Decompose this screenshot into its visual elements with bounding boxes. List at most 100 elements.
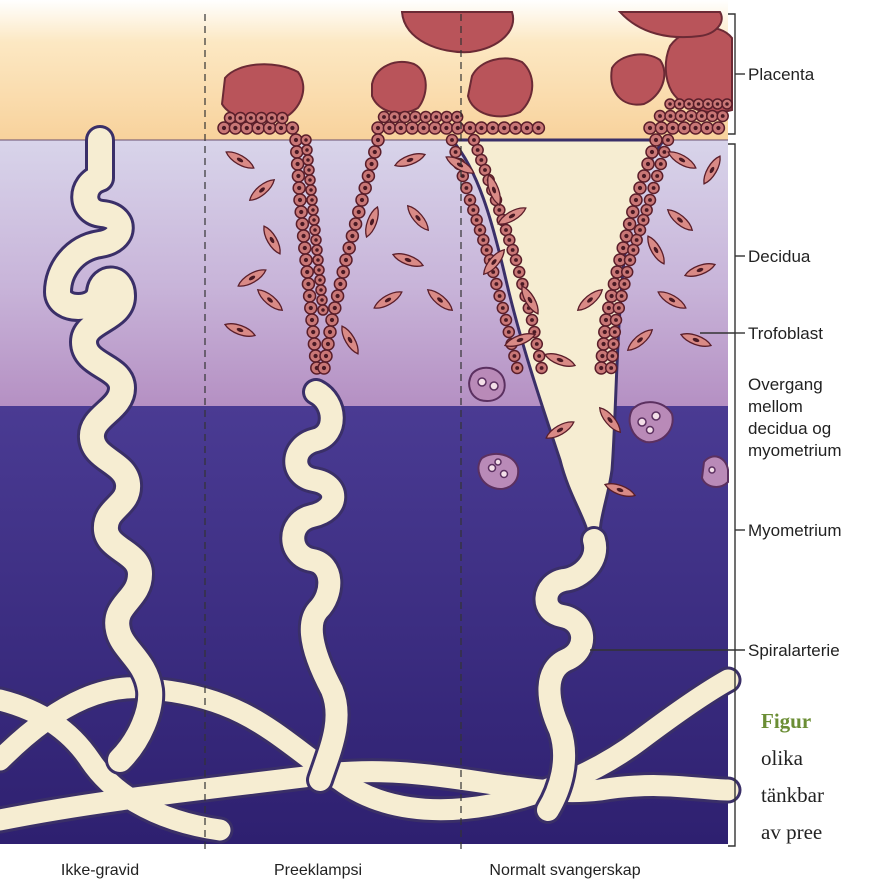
trophoblast-nucleus	[366, 174, 370, 178]
trophoblast-nucleus	[326, 342, 330, 346]
trophoblast-nucleus	[468, 126, 472, 130]
trophoblast-nucleus	[387, 126, 391, 130]
trophoblast-nucleus	[333, 306, 337, 310]
trophoblast-nucleus	[321, 308, 325, 312]
trophoblast-nucleus	[602, 342, 606, 346]
trophoblast-nucleus	[310, 318, 314, 322]
trophoblast-nucleus	[239, 116, 243, 120]
trophoblast-nucleus	[245, 126, 249, 130]
trophoblast-nucleus	[645, 208, 649, 212]
trophoblast-nucleus	[233, 126, 237, 130]
trophoblast-nucleus	[256, 126, 260, 130]
trophoblast-nucleus	[308, 294, 312, 298]
trophoblast-nucleus	[476, 148, 480, 152]
trophoblast-nucleus	[455, 115, 459, 119]
trophoblast-nucleus	[603, 330, 607, 334]
label-overgang-line-4: myometrium	[748, 440, 842, 461]
trophoblast-nucleus	[471, 208, 475, 212]
trophoblast-nucleus	[475, 218, 479, 222]
trophoblast-nucleus	[468, 198, 472, 202]
trophoblast-nucleus	[483, 168, 487, 172]
trophoblast-nucleus	[607, 306, 611, 310]
trophoblast-nucleus	[280, 116, 284, 120]
trophoblast-nucleus	[604, 318, 608, 322]
trophoblast-nucleus	[678, 102, 682, 106]
figure-caption: Figur olika tänkbar av pree	[761, 703, 824, 851]
trophoblast-nucleus	[324, 354, 328, 358]
trophoblast-nucleus	[507, 330, 511, 334]
trophoblast-nucleus	[671, 126, 675, 130]
trophoblast-nucleus	[308, 178, 312, 182]
trophoblast-nucleus	[313, 228, 317, 232]
trophoblast-nucleus	[617, 306, 621, 310]
trophoblast-nucleus	[360, 198, 364, 202]
trophoblast-nucleus	[621, 246, 625, 250]
trophoblast-nucleus	[491, 126, 495, 130]
trophoblast-nucleus	[228, 116, 232, 120]
trophoblast-nucleus	[350, 234, 354, 238]
label-myometrium: Myometrium	[748, 520, 842, 541]
trophoblast-nucleus	[658, 114, 662, 118]
label-placenta: Placenta	[748, 64, 814, 85]
trophoblast-nucleus	[628, 222, 632, 226]
trophoblast-nucleus	[694, 126, 698, 130]
trophoblast-nucleus	[514, 258, 518, 262]
trophoblast-nucleus	[514, 126, 518, 130]
trophoblast-nucleus	[725, 102, 729, 106]
label-overgang-line-2: mellom	[748, 396, 803, 417]
trophoblast-nucleus	[312, 342, 316, 346]
trophoblast-nucleus	[363, 186, 367, 190]
trophoblast-nucleus	[424, 115, 428, 119]
trophoblast-nucleus	[716, 102, 720, 106]
trophoblast-nucleus	[304, 138, 308, 142]
trophoblast-nucleus	[512, 354, 516, 358]
trophoblast-nucleus	[295, 150, 299, 154]
trophoblast-nucleus	[479, 126, 483, 130]
column-label-normalt-svangerskap: Normalt svangerskap	[489, 862, 640, 880]
trophoblast-nucleus	[655, 174, 659, 178]
trophoblast-nucleus	[306, 282, 310, 286]
trophoblast-nucleus	[520, 282, 524, 286]
trophoblast-nucleus	[270, 116, 274, 120]
trophoblast-nucleus	[320, 298, 324, 302]
trophoblast-nucleus	[344, 258, 348, 262]
trophoblast-nucleus	[668, 102, 672, 106]
trophoblast-nucleus	[330, 318, 334, 322]
trophoblast-nucleus	[279, 126, 283, 130]
trophoblast-nucleus	[659, 162, 663, 166]
trophoblast-nucleus	[600, 354, 604, 358]
label-overgang-line-1: Overgang	[748, 374, 823, 395]
trophoblast-nucleus	[305, 148, 309, 152]
trophoblast-nucleus	[631, 210, 635, 214]
trophoblast-nucleus	[625, 270, 629, 274]
trophoblast-nucleus	[646, 162, 650, 166]
trophoblast-nucleus	[705, 126, 709, 130]
trophoblast-nucleus	[328, 330, 332, 334]
trophoblast-nucleus	[336, 294, 340, 298]
trophoblast-nucleus	[679, 114, 683, 118]
trophoblast-nucleus	[354, 222, 358, 226]
caption-line-1: olika	[761, 740, 824, 777]
trophoblast-nucleus	[535, 342, 539, 346]
trophoblast-nucleus	[478, 228, 482, 232]
trophoblast-nucleus	[311, 208, 315, 212]
trophoblast-nucleus	[347, 246, 351, 250]
trophoblast-nucleus	[687, 102, 691, 106]
trophoblast-nucleus	[303, 246, 307, 250]
label-trofoblast: Trofoblast	[748, 323, 823, 344]
trophoblast-nucleus	[399, 126, 403, 130]
caption-figure-number: Figur	[761, 703, 824, 740]
label-spiralarterie: Spiralarterie	[748, 640, 840, 661]
trophoblast-nucleus	[666, 138, 670, 142]
trophoblast-nucleus	[537, 354, 541, 358]
trophoblast-nucleus	[612, 342, 616, 346]
trophoblast-nucleus	[498, 294, 502, 298]
caption-line-3: av pree	[761, 814, 824, 851]
trophoblast-nucleus	[290, 126, 294, 130]
trophoblast-nucleus	[319, 288, 323, 292]
trophoblast-nucleus	[654, 138, 658, 142]
trophoblast-nucleus	[433, 126, 437, 130]
trophoblast-nucleus	[376, 138, 380, 142]
trophoblast-nucleus	[610, 354, 614, 358]
trophoblast-nucleus	[316, 258, 320, 262]
